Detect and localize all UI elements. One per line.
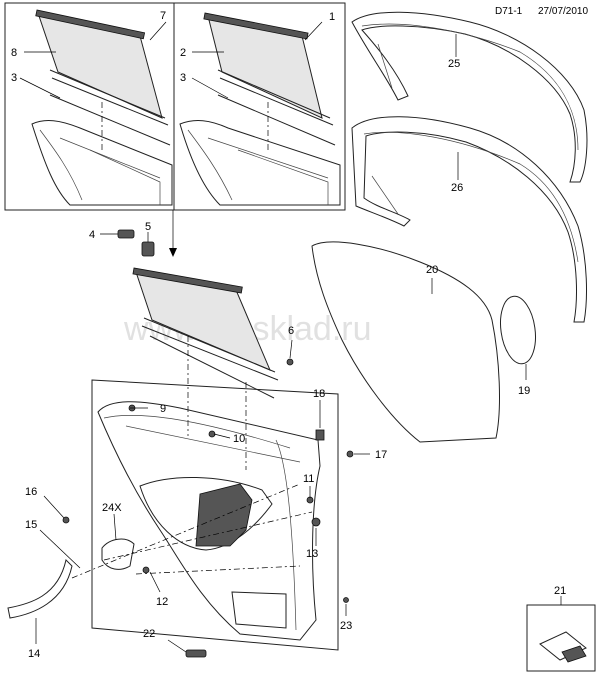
clip-parts-4-5 xyxy=(100,229,155,257)
callout-16: 16 xyxy=(25,486,37,498)
speaker-seal xyxy=(500,295,536,380)
callout-20: 20 xyxy=(426,264,438,276)
callout-18: 18 xyxy=(313,388,325,400)
callout-11: 11 xyxy=(303,473,314,485)
callout-12: 12 xyxy=(156,596,168,608)
sunshade-assembly xyxy=(132,267,294,399)
callout-26: 26 xyxy=(451,182,463,194)
callout-25: 25 xyxy=(448,58,460,70)
callout-13: 13 xyxy=(306,548,318,560)
touch-up-kit-box xyxy=(526,596,596,672)
callout-15: 15 xyxy=(25,519,37,531)
trim-strip xyxy=(7,559,73,619)
callout-22: 22 xyxy=(143,628,155,640)
clip-strip xyxy=(185,649,207,658)
callout-3a: 3 xyxy=(11,72,17,84)
callout-21: 21 xyxy=(554,585,566,597)
callout-24x: 24X xyxy=(102,502,122,514)
callout-10: 10 xyxy=(233,433,245,445)
callout-8: 8 xyxy=(11,47,17,59)
callout-6: 6 xyxy=(288,325,294,337)
diagram-code: D71-1 xyxy=(495,6,523,17)
callout-4: 4 xyxy=(89,229,95,241)
callout-1: 1 xyxy=(329,11,335,23)
sunshade-variant-left xyxy=(31,9,173,206)
callout-14: 14 xyxy=(28,648,40,660)
callout-labels: 7 1 8 2 3 3 25 26 4 5 20 6 19 9 18 10 17… xyxy=(11,10,566,660)
diagram-date: 27/07/2010 xyxy=(538,6,588,17)
inset-arrow xyxy=(169,210,177,257)
callout-19: 19 xyxy=(518,385,530,397)
callout-9: 9 xyxy=(160,403,166,415)
callout-23: 23 xyxy=(340,620,352,632)
callout-2: 2 xyxy=(180,47,186,59)
weatherstrip-lower xyxy=(351,116,587,323)
callout-5: 5 xyxy=(145,221,151,233)
callout-3b: 3 xyxy=(180,72,186,84)
water-deflector xyxy=(311,241,500,443)
inset-sunshade-variants xyxy=(4,2,346,211)
callout-7: 7 xyxy=(160,10,166,22)
handle-bezel xyxy=(101,538,135,570)
sunshade-variant-right xyxy=(179,12,341,206)
door-trim-panel xyxy=(91,379,339,651)
callout-17: 17 xyxy=(375,449,387,461)
weatherstrip-upper xyxy=(351,11,588,183)
